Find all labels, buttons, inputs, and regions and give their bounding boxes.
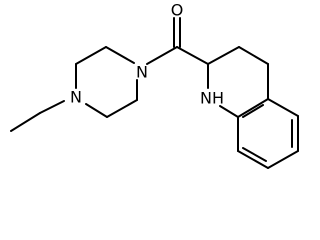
bond-c7-c8 [237, 150, 269, 169]
bond-n-carbonyl [146, 46, 178, 65]
atom-nitrogen-amide: N [136, 63, 148, 82]
bond-carbonyl-c2 [176, 46, 209, 65]
bond-pip-c-c-top [75, 46, 107, 65]
bond-c4a-c5 [267, 98, 299, 117]
bond-c3-c4 [238, 46, 269, 65]
bond-ethyl-ch3-ch2 [10, 112, 41, 132]
atom-nh-ring: NH [200, 89, 224, 108]
molecule-svg: O N N NH [10, 1, 299, 169]
bond-c4a-c8a [237, 98, 269, 118]
bond-pip-c-n1 [105, 46, 135, 64]
bond-c2-c3 [207, 46, 240, 65]
bond-c6-c7 [267, 150, 299, 169]
bond-c7-c8-inner [242, 147, 267, 162]
bond-n1-c8a [219, 105, 239, 118]
bond-ethyl-ch2-n [39, 100, 65, 114]
bond-c4a-c8a-inner [242, 104, 264, 118]
atom-nitrogen-ethyl: N [70, 88, 82, 107]
bond-pip-n4-c2 [85, 103, 108, 118]
bond-pip-c-c-bottom [106, 99, 138, 118]
atom-oxygen: O [171, 1, 184, 20]
structure-diagram: O N N NH [10, 1, 299, 169]
